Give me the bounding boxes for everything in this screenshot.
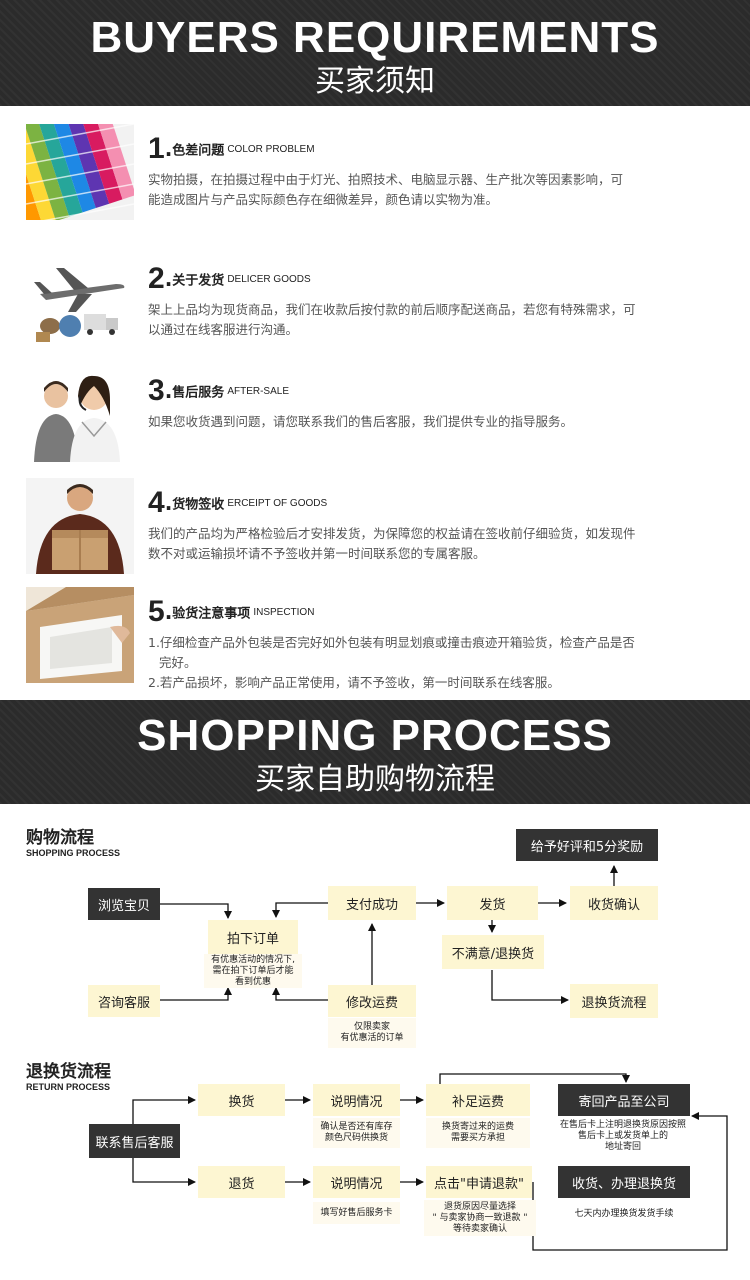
- banner-title-cn: 买家自助购物流程: [255, 762, 495, 797]
- buyers-requirements-banner: BUYERS REQUIREMENTS 买家须知: [0, 0, 750, 106]
- shopping-process-heading: 购物流程 SHOPPING PROCESS: [26, 828, 121, 858]
- ship-step: 发货: [447, 886, 538, 920]
- requirement-description: 我们的产品均为严格检验后才安排发货，为保障您的权益请在签收前仔细验货，如发现件 …: [148, 526, 636, 561]
- explain-situation-step: 说明情况: [313, 1084, 400, 1116]
- pay-shipping-note: 换货寄过来的运费需要买方承担: [426, 1118, 530, 1148]
- fill-service-card-note: 填写好售后服务卡: [313, 1202, 400, 1224]
- banner-title-en: BUYERS REQUIREMENTS: [90, 13, 660, 62]
- apply-refund-step: 点击"申请退款": [426, 1166, 532, 1198]
- delivery-man-box-image: [26, 478, 134, 574]
- color-swatch-image: [26, 124, 134, 220]
- airplane-delivery-image: [26, 254, 134, 350]
- send-back-product-step: 寄回产品至公司: [558, 1084, 690, 1116]
- contact-after-sales-step: 联系售后客服: [89, 1124, 180, 1158]
- requirement-description: 1.仔细检查产品外包装是否完好如外包装有明显划痕或撞击痕迹开箱验货，检查产品是否…: [148, 635, 635, 690]
- exchange-step: 换货: [198, 1084, 285, 1116]
- receive-process-note: 七天内办理换货发货手续: [558, 1202, 690, 1226]
- place-order-note: 有优惠活动的情况下,需在拍下订单后才能看到优惠: [204, 954, 302, 988]
- requirement-description: 如果您收货遇到问题，请您联系我们的售后客服，我们提供专业的指导服务。: [148, 414, 574, 429]
- receive-process-step: 收货、办理退换货: [558, 1166, 690, 1198]
- browse-products-step: 浏览宝贝: [88, 888, 160, 920]
- modify-shipping-note: 仅限卖家有优惠活的订单: [328, 1018, 416, 1048]
- pay-shipping-step: 补足运费: [426, 1084, 530, 1116]
- banner-title-cn: 买家须知: [315, 64, 435, 99]
- return-process-heading: 退换货流程 RETURN PROCESS: [26, 1062, 111, 1092]
- return-process-step: 退换货流程: [570, 984, 658, 1018]
- requirement-description: 实物拍摄，在拍摄过程中由于灯光、拍照技术、电脑显示器、生产批次等因素影响，可 能…: [148, 172, 624, 207]
- modify-shipping-step: 修改运费: [328, 985, 416, 1017]
- shopping-process-banner: SHOPPING PROCESS 买家自助购物流程: [0, 700, 750, 804]
- payment-success-step: 支付成功: [328, 886, 416, 920]
- unsatisfied-return-step: 不满意/退换货: [442, 935, 544, 969]
- banner-title-en: SHOPPING PROCESS: [137, 711, 613, 760]
- confirm-receipt-step: 收货确认: [570, 886, 658, 920]
- apply-refund-note: 退货原因尽量选择" 与卖家协商一致退款 "等待卖家确认: [424, 1200, 536, 1236]
- requirement-description: 架上上品均为现货商品，我们在收款后按付款的前后顺序配送商品，若您有特殊需求，可 …: [148, 302, 636, 337]
- place-order-step: 拍下订单: [208, 920, 298, 954]
- customer-service-image: [26, 366, 134, 462]
- open-box-image: [26, 587, 134, 683]
- reward-review-step: 给予好评和5分奖励: [516, 829, 658, 861]
- send-back-note: 在售后卡上注明退换货原因按照售后卡上或发货单上的地址寄回: [552, 1118, 694, 1154]
- refund-step: 退货: [198, 1166, 285, 1198]
- explain-situation-refund-step: 说明情况: [313, 1166, 400, 1198]
- explain-situation-note: 确认是否还有库存颜色尺码供换货: [313, 1118, 400, 1148]
- consult-service-step: 咨询客服: [88, 985, 160, 1017]
